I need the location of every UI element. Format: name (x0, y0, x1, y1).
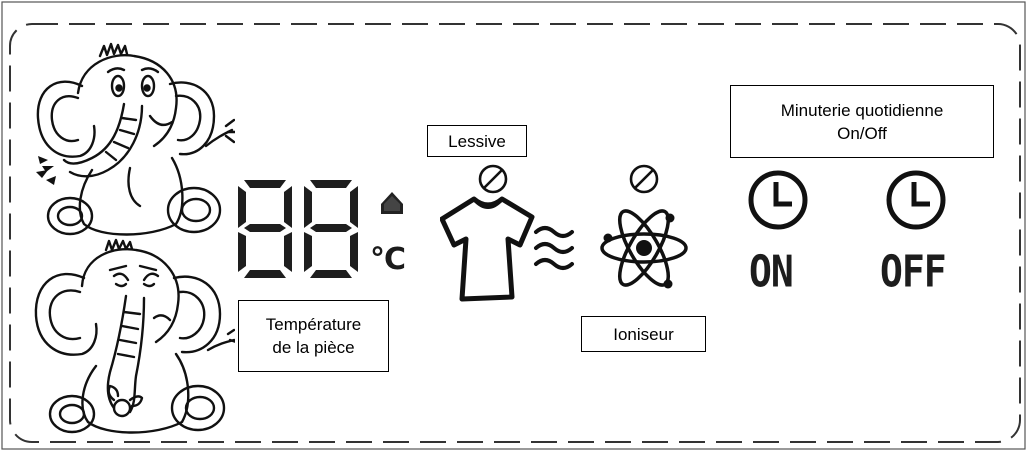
heat-waves-icon (533, 220, 575, 276)
timer-off-indicator: OFF (880, 246, 946, 297)
label-room-temperature: Température de la pièce (238, 300, 389, 372)
label-daily-timer-line2: On/Off (837, 122, 887, 145)
atom-icon (598, 196, 690, 300)
label-ionizer: Ioniseur (581, 316, 706, 352)
label-room-temperature-line2: de la pièce (272, 336, 354, 359)
label-laundry: Lessive (427, 125, 527, 157)
prohibited-icon (628, 163, 660, 195)
temperature-display-digits (234, 178, 364, 280)
prohibited-icon (477, 163, 509, 195)
label-ionizer-text: Ioniseur (613, 323, 673, 346)
clock-icon (884, 168, 948, 232)
water-drop-icon (378, 190, 406, 218)
label-daily-timer: Minuterie quotidienne On/Off (730, 85, 994, 158)
clock-icon (746, 168, 810, 232)
shirt-icon (440, 195, 536, 303)
elephant-happy-icon (30, 38, 235, 240)
temperature-unit: °C (370, 242, 405, 277)
timer-on-indicator: ON (749, 246, 793, 297)
elephant-sad-icon (30, 232, 235, 437)
label-laundry-text: Lessive (448, 130, 506, 153)
label-room-temperature-line1: Température (266, 313, 361, 336)
label-daily-timer-line1: Minuterie quotidienne (781, 99, 944, 122)
